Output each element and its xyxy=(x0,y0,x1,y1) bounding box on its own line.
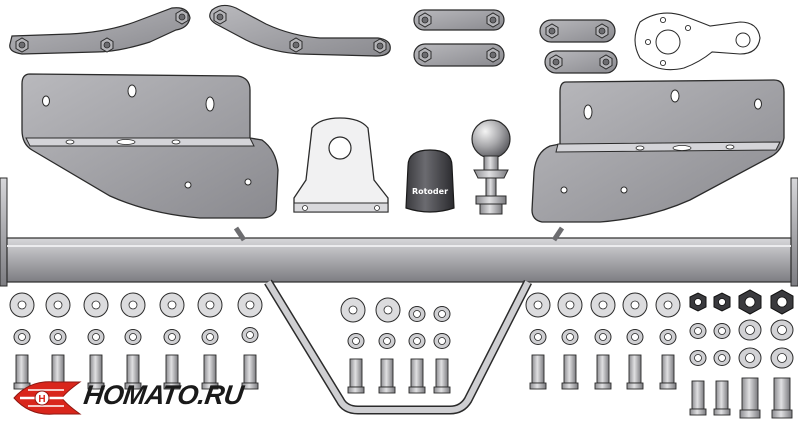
tow-ball-flange xyxy=(293,117,389,213)
hardware-middle xyxy=(340,297,451,394)
hardware-right xyxy=(525,292,681,390)
side-bracket-right xyxy=(531,79,785,223)
tow-ball-cap: Rotoder xyxy=(405,149,455,213)
svg-text:H: H xyxy=(38,394,45,405)
hardware-large xyxy=(689,289,794,419)
tow-ball xyxy=(471,119,511,215)
link-strap-3 xyxy=(539,19,616,43)
socket-mount-plate xyxy=(634,12,761,71)
bracket-strap-left xyxy=(9,7,191,55)
support-bar xyxy=(264,279,533,415)
link-strap-4 xyxy=(544,50,618,74)
cross-beam xyxy=(0,177,798,287)
hardware-left xyxy=(9,292,263,390)
bracket-strap-right xyxy=(209,4,391,57)
link-strap-2 xyxy=(413,43,505,67)
side-bracket-left xyxy=(21,73,279,219)
link-strap-1 xyxy=(413,9,505,31)
cap-label: Rotoder xyxy=(412,187,448,196)
brand-logo-text: НОМАТО.RU xyxy=(81,380,246,410)
brand-logo-icon: H xyxy=(13,381,82,415)
